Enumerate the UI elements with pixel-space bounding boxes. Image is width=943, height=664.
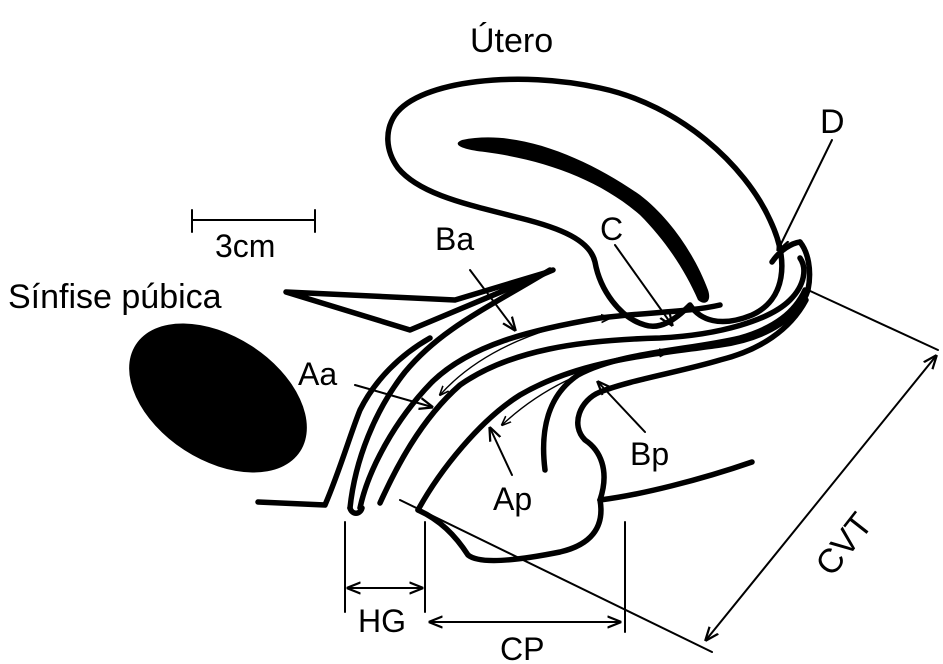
label-c: C bbox=[600, 211, 623, 247]
vaginal-apex bbox=[772, 242, 800, 262]
label-ap: Ap bbox=[493, 481, 532, 517]
d-pointer bbox=[778, 140, 832, 250]
label-scale: 3cm bbox=[215, 228, 275, 264]
uterine-cavity bbox=[458, 137, 709, 302]
label-utero: Útero bbox=[470, 22, 553, 60]
ap-pointer bbox=[490, 428, 512, 475]
uterus-outline bbox=[388, 79, 782, 326]
label-hg: HG bbox=[358, 603, 406, 639]
bladder-wedge bbox=[286, 270, 553, 330]
label-sinfise: Sínfise púbica bbox=[8, 278, 222, 316]
label-aa: Aa bbox=[298, 356, 337, 392]
pubic-symphysis-shape bbox=[102, 293, 334, 504]
label-ba: Ba bbox=[435, 221, 474, 257]
cvt-base-line-upper bbox=[808, 290, 938, 350]
cvt-arrow bbox=[706, 356, 936, 640]
label-cvt: CVT bbox=[808, 506, 880, 583]
rectum-tail bbox=[600, 462, 752, 500]
label-bp: Bp bbox=[630, 436, 669, 472]
label-cp: CP bbox=[500, 631, 544, 664]
anterior-wall-outer bbox=[350, 270, 550, 508]
cvt-base-line-lower bbox=[400, 500, 712, 652]
anterior-cap bbox=[350, 508, 362, 513]
bp-pointer bbox=[598, 382, 645, 432]
label-d: D bbox=[820, 103, 845, 141]
